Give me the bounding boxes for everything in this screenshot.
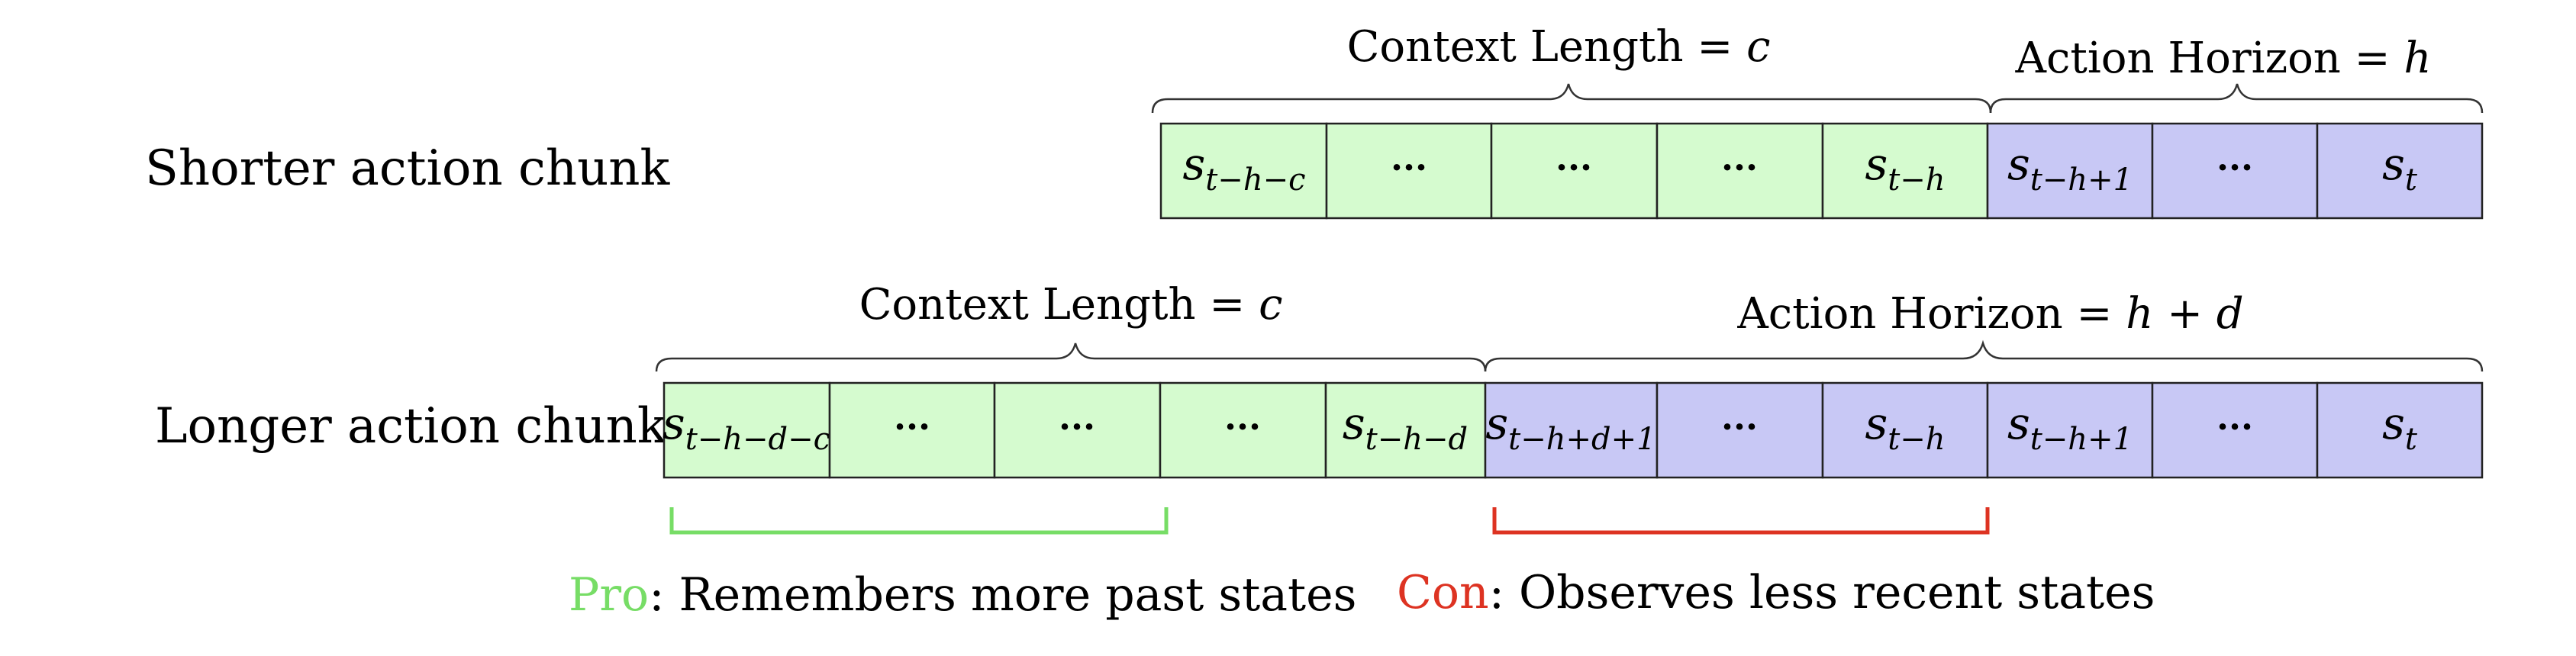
svg-text:st: st <box>2382 138 2418 198</box>
action-brace-longer <box>1484 339 2484 372</box>
action-horizon-label-longer: Action Horizon = h + d <box>1736 289 2243 339</box>
context-length-label-shorter: Context Length = c <box>1347 22 1771 72</box>
svg-text:st−h+1: st−h+1 <box>2007 138 2133 198</box>
pro-bracket <box>669 507 1169 535</box>
context-brace-shorter <box>1151 83 1992 114</box>
row-label-longer: Longer action chunk <box>155 398 668 455</box>
svg-text:···: ··· <box>1556 146 1592 188</box>
state-cell: st−h <box>1821 122 1989 220</box>
ellipsis-cell: ··· <box>1490 122 1659 220</box>
svg-text:st−h−d−c: st−h−d−c <box>663 397 830 457</box>
svg-text:st−h: st−h <box>1865 138 1945 198</box>
svg-text:···: ··· <box>1224 406 1261 447</box>
svg-text:···: ··· <box>2217 406 2253 447</box>
con-bracket <box>1492 507 1990 535</box>
cells-longer: st−h−d−c ··· ··· ··· st−h−d st−h+d+1 ···… <box>663 381 2484 479</box>
ellipsis-cell: ··· <box>1159 381 1327 479</box>
svg-text:st−h−d: st−h−d <box>1343 397 1468 457</box>
ellipsis-cell: ··· <box>1656 381 1824 479</box>
con-keyword: Con <box>1397 566 1489 619</box>
state-cell: st <box>2316 381 2484 479</box>
action-brace-shorter <box>1989 83 2484 114</box>
context-brace-longer <box>655 342 1487 372</box>
context-length-label-longer: Context Length = c <box>859 280 1283 330</box>
state-cell: st−h+d+1 <box>1484 381 1659 479</box>
svg-text:st−h: st−h <box>1865 397 1945 457</box>
svg-text:st−h+d+1: st−h+d+1 <box>1485 397 1656 457</box>
pro-keyword: Pro <box>569 568 649 622</box>
svg-text:···: ··· <box>1721 146 1758 188</box>
svg-text:st: st <box>2382 397 2418 457</box>
state-cell: st−h+1 <box>1986 122 2154 220</box>
state-cell: st−h−d <box>1324 381 1487 479</box>
row-label-shorter: Shorter action chunk <box>145 140 671 197</box>
svg-text:···: ··· <box>1391 146 1427 188</box>
pro-note: Pro: Remembers more past states <box>569 568 1356 622</box>
ellipsis-cell: ··· <box>2151 381 2319 479</box>
state-cell: st−h <box>1821 381 1989 479</box>
ellipsis-cell: ··· <box>1656 122 1824 220</box>
con-note: Con: Observes less recent states <box>1397 566 2155 619</box>
ellipsis-cell: ··· <box>993 381 1162 479</box>
svg-text:st−h−c: st−h−c <box>1182 138 1305 198</box>
ellipsis-cell: ··· <box>828 381 996 479</box>
action-horizon-label-shorter: Action Horizon = h <box>2015 34 2432 83</box>
cells-shorter: st−h−c ··· ··· ··· st−h st−h+1 ··· st <box>1159 122 2484 220</box>
ellipsis-cell: ··· <box>2151 122 2319 220</box>
ellipsis-cell: ··· <box>1325 122 1493 220</box>
state-cell: st <box>2316 122 2484 220</box>
svg-text:···: ··· <box>1059 406 1095 447</box>
svg-text:···: ··· <box>2217 146 2253 188</box>
state-cell: st−h−d−c <box>663 381 831 479</box>
svg-text:···: ··· <box>1721 406 1758 447</box>
state-cell: st−h+1 <box>1986 381 2154 479</box>
svg-text:···: ··· <box>894 406 930 447</box>
svg-text:st−h+1: st−h+1 <box>2007 397 2133 457</box>
state-cell: st−h−c <box>1159 122 1328 220</box>
